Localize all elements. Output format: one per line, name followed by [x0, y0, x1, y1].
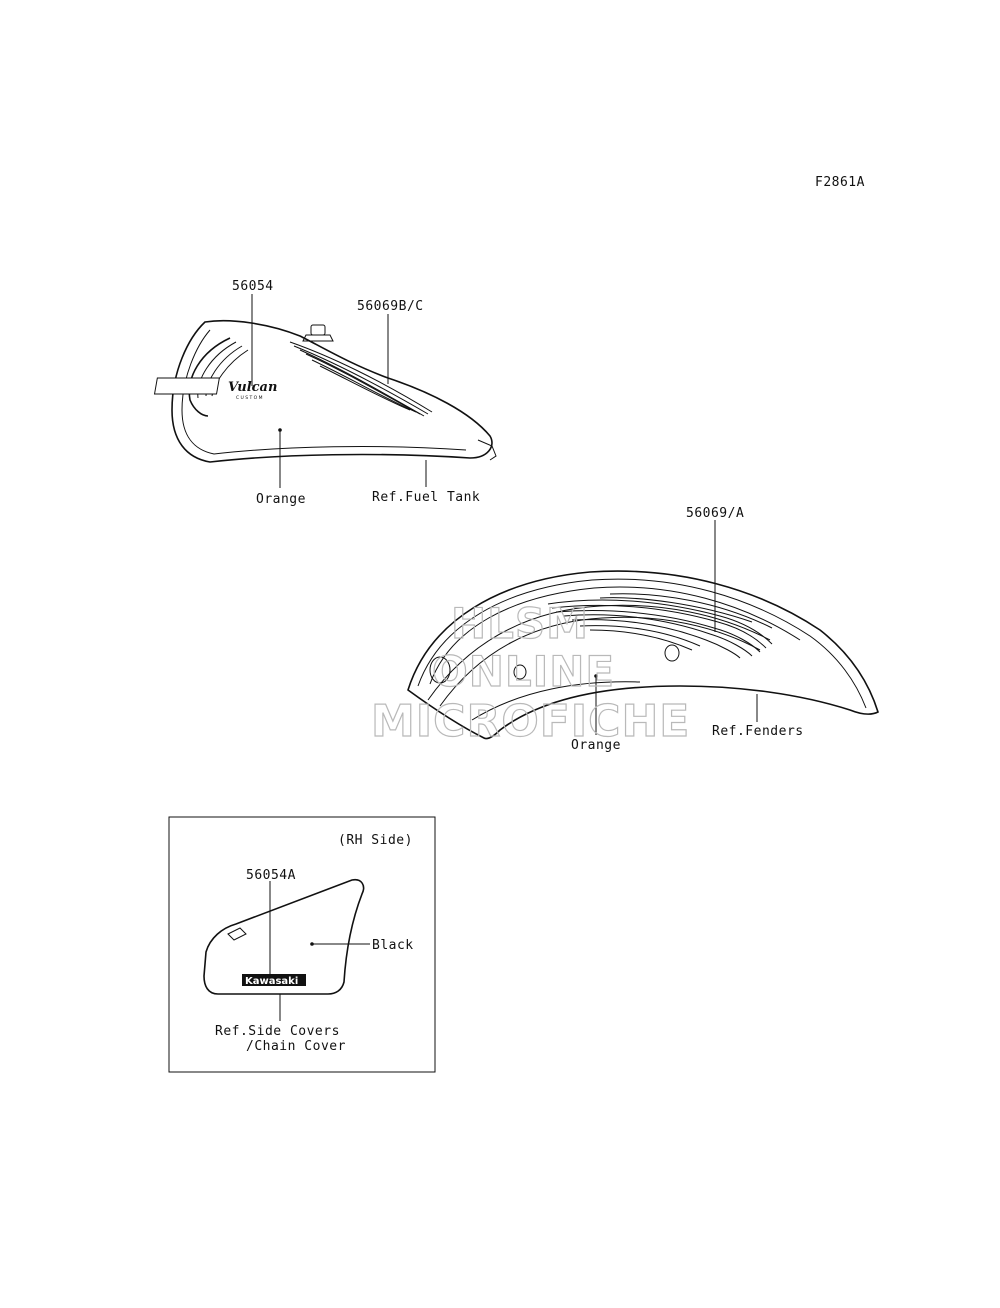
figure-code: F2861A	[815, 175, 865, 190]
fender-hole	[664, 644, 680, 662]
inset-title: (RH Side)	[338, 833, 413, 848]
svg-text:MICROFICHE: MICROFICHE	[371, 696, 690, 747]
tank-stripe-part-label: 56069B/C	[357, 299, 424, 314]
tank-color-dot	[278, 428, 282, 432]
kawasaki-logo: Kawasaki	[242, 974, 306, 987]
side-cover-color-label: Black	[372, 938, 414, 953]
svg-text:HLSM: HLSM	[451, 599, 589, 648]
svg-text:Kawasaki: Kawasaki	[245, 976, 298, 987]
fender-illustration	[407, 570, 879, 740]
ref-fuel-tank-label: Ref.Fuel Tank	[372, 490, 480, 505]
ref-chain-cover-label: /Chain Cover	[246, 1039, 346, 1054]
side-cover-emblem-part-label: 56054A	[246, 868, 296, 883]
fender-color-label: Orange	[571, 738, 621, 753]
fuel-tank-illustration: Vulcan CUSTOM	[153, 319, 497, 463]
fender-hole	[429, 656, 451, 684]
ref-side-covers-label: Ref.Side Covers	[215, 1024, 340, 1039]
ref-fenders-label: Ref.Fenders	[712, 724, 804, 739]
fender-hole	[513, 664, 527, 680]
vulcan-logo: Vulcan CUSTOM	[153, 377, 277, 401]
fender-stripe-part-label: 56069/A	[686, 506, 744, 521]
tank-color-label: Orange	[256, 492, 306, 507]
side-color-dot	[310, 942, 314, 946]
side-cover-illustration: Kawasaki	[203, 878, 365, 995]
side-cover-inset-frame	[168, 816, 436, 1073]
svg-text:CUSTOM: CUSTOM	[236, 395, 264, 401]
tank-emblem-part-label: 56054	[232, 279, 274, 294]
watermark: HLSM ONLINE MICROFICHE	[370, 598, 690, 747]
fender-color-dot	[594, 674, 598, 678]
svg-text:Vulcan: Vulcan	[228, 380, 277, 395]
svg-text:ONLINE: ONLINE	[432, 647, 615, 696]
